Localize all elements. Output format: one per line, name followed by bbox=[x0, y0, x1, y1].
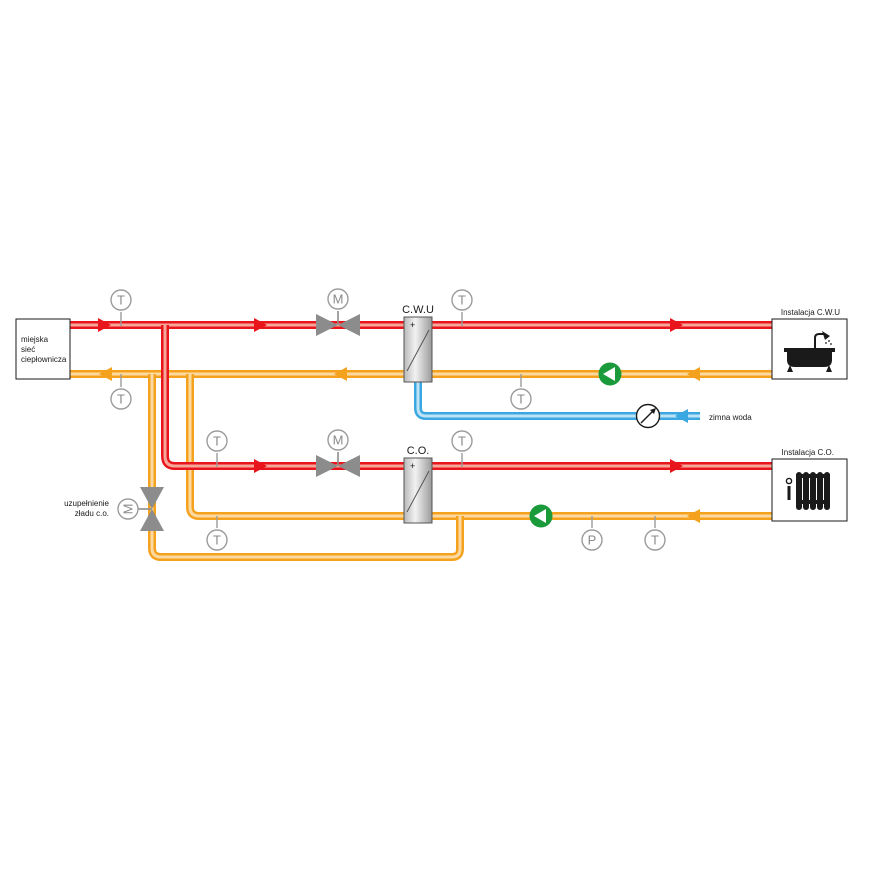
supply-co-branch-pipe bbox=[161, 325, 772, 470]
svg-text:T: T bbox=[458, 434, 466, 449]
supply-arrow bbox=[670, 318, 683, 332]
return-co-branch-pipe bbox=[186, 374, 772, 520]
valve-motor-symbol: M bbox=[333, 292, 344, 307]
supply-arrow bbox=[254, 318, 267, 332]
makeup-label-line2: zładu c.o. bbox=[75, 509, 109, 518]
makeup-valve: M bbox=[117, 487, 164, 531]
makeup-label-line1: uzupełnienie bbox=[64, 499, 109, 508]
return-arrow bbox=[687, 367, 700, 381]
temperature-sensor: T bbox=[510, 374, 532, 410]
source-label-line1: miejska bbox=[21, 335, 49, 344]
svg-text:T: T bbox=[517, 392, 525, 407]
install-cwu-label: Instalacja C.W.U bbox=[781, 308, 840, 317]
install-co-label: Instalacja C.O. bbox=[782, 448, 834, 457]
return-arrow bbox=[334, 367, 347, 381]
return-arrow bbox=[687, 509, 700, 523]
svg-text:T: T bbox=[213, 434, 221, 449]
temperature-sensor: T bbox=[110, 374, 132, 410]
svg-text:T: T bbox=[213, 533, 221, 548]
motorized-valve-co: M bbox=[315, 429, 361, 478]
valve-motor-symbol: M bbox=[121, 504, 136, 515]
cwu-exchanger-label: C.W.U bbox=[402, 304, 434, 316]
temperature-sensor: T bbox=[206, 430, 228, 468]
water-meter bbox=[635, 403, 661, 429]
supply-arrow bbox=[98, 318, 111, 332]
temperature-sensor: T bbox=[206, 516, 228, 551]
svg-text:T: T bbox=[651, 533, 659, 548]
svg-text:+: + bbox=[410, 461, 415, 471]
svg-text:P: P bbox=[588, 533, 597, 548]
cold-water-label: zimna woda bbox=[709, 413, 752, 422]
cold-water-pipe bbox=[414, 382, 700, 420]
circulation-pump-co bbox=[529, 504, 553, 528]
svg-text:+: + bbox=[410, 320, 415, 330]
temperature-sensor: T bbox=[451, 289, 473, 327]
source-label-line3: ciepłownicza bbox=[21, 355, 67, 364]
co-heat-exchanger: + C.O. bbox=[403, 445, 433, 524]
circulation-pump-cwu bbox=[598, 362, 622, 386]
radiator-icon bbox=[785, 472, 830, 510]
svg-text:T: T bbox=[117, 392, 125, 407]
temperature-sensor: T bbox=[451, 430, 473, 468]
district-heating-source: miejska sieć ciepłownicza bbox=[15, 318, 71, 380]
cold-water-arrow bbox=[675, 409, 688, 423]
cwu-heat-exchanger: + C.W.U bbox=[402, 304, 434, 383]
supply-arrow bbox=[670, 459, 683, 473]
bathtub-icon bbox=[784, 331, 835, 372]
makeup-loop-pipe bbox=[148, 374, 464, 561]
flow-arrows bbox=[98, 318, 700, 523]
motorized-valve-cwu: M bbox=[315, 288, 361, 337]
supply-arrow bbox=[254, 459, 267, 473]
temperature-sensor: T bbox=[644, 516, 666, 551]
co-exchanger-label: C.O. bbox=[407, 445, 430, 457]
temperature-sensor: T bbox=[110, 289, 132, 327]
pressure-sensor: P bbox=[581, 516, 603, 551]
svg-text:T: T bbox=[458, 293, 466, 308]
return-arrow bbox=[99, 367, 112, 381]
dhw-installation: Instalacja C.W.U bbox=[771, 308, 848, 380]
valve-motor-symbol: M bbox=[333, 433, 344, 448]
central-heating-installation: Instalacja C.O. bbox=[771, 448, 848, 522]
svg-text:T: T bbox=[117, 293, 125, 308]
source-label-line2: sieć bbox=[21, 345, 35, 354]
